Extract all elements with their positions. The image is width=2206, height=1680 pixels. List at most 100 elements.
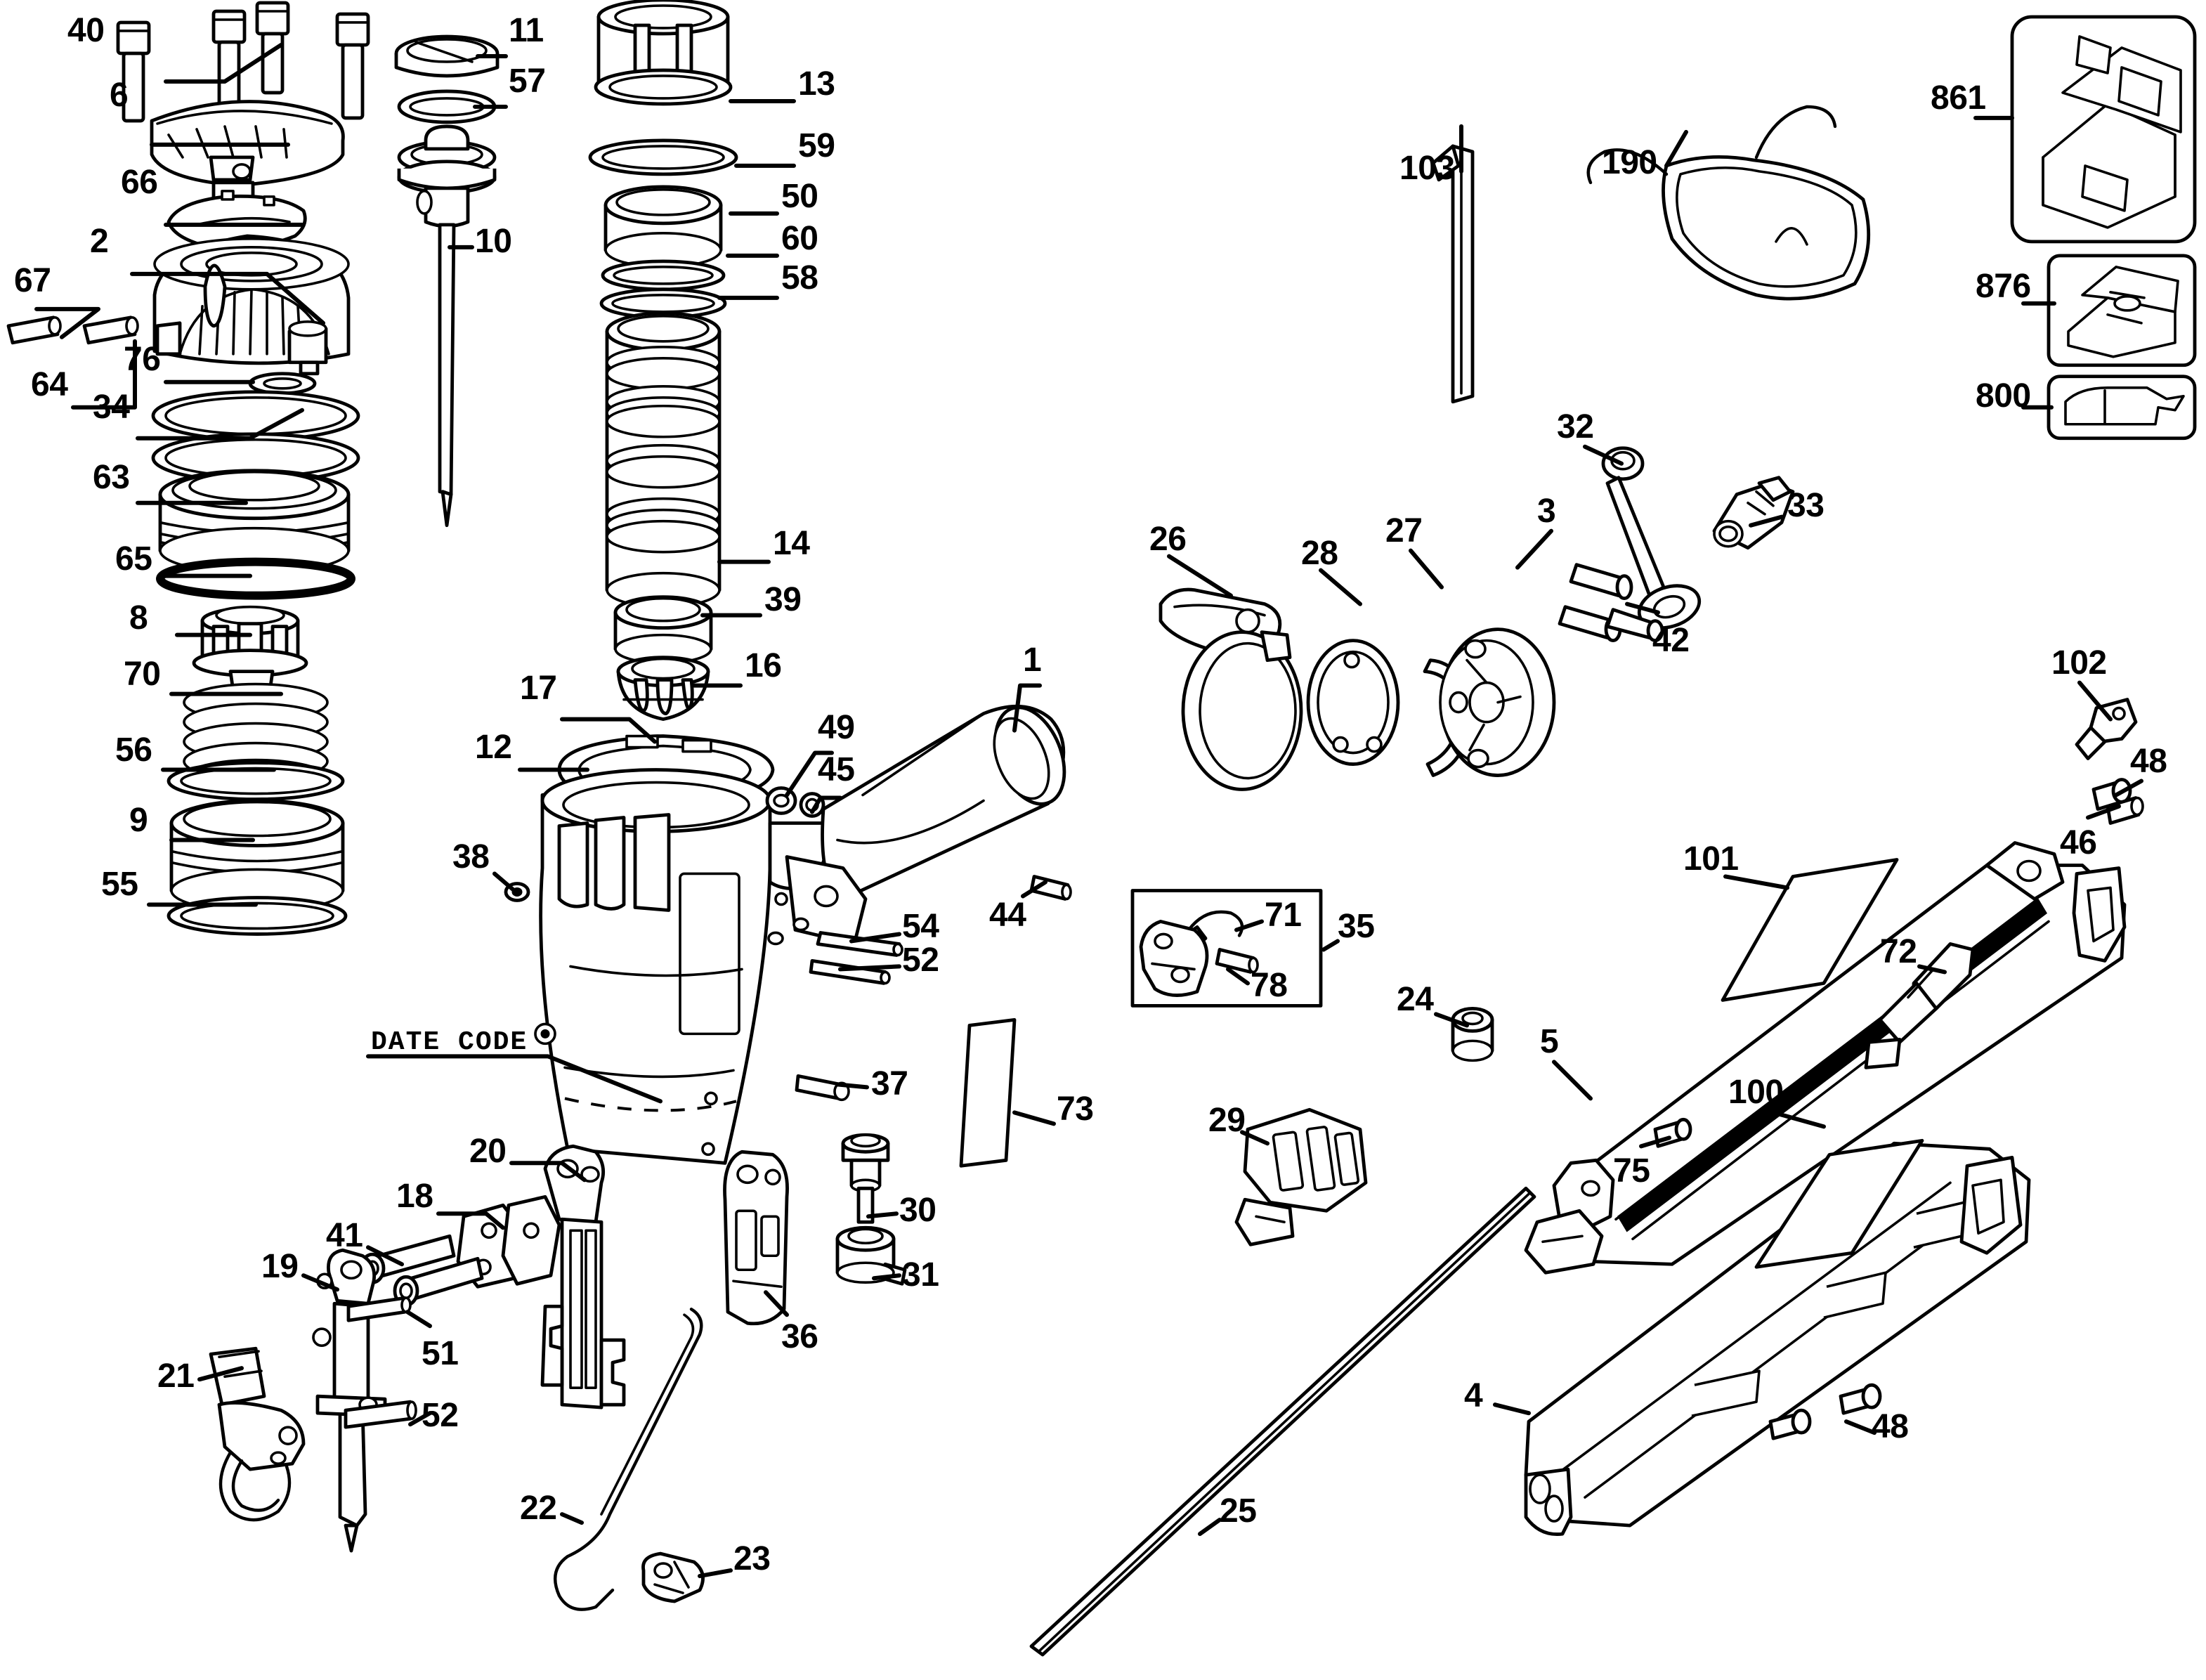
callout-9: 9: [129, 801, 148, 839]
leader-26: [1167, 554, 1233, 598]
callout-57: 57: [509, 62, 546, 100]
callout-27: 27: [1385, 512, 1423, 549]
part-73-label: [959, 1017, 1017, 1168]
callout-66: 66: [121, 163, 158, 201]
date-code-label: DATE CODE: [371, 1027, 528, 1057]
part-11-cap: [394, 34, 500, 78]
part-59-oring: [588, 138, 738, 176]
part-16-bumper: [616, 656, 710, 721]
leader-34: [136, 408, 304, 441]
leader-30: [866, 1211, 899, 1219]
part-33-air-fitting: [1712, 476, 1795, 550]
leader-5: [1552, 1060, 1593, 1101]
callout-21: 21: [157, 1357, 195, 1395]
leader-54: [849, 932, 901, 944]
leader-31: [872, 1273, 901, 1281]
leader-29: [1240, 1130, 1270, 1146]
part-46-pin: [2106, 796, 2144, 825]
part-100-lower-magazine: [1524, 1138, 2031, 1536]
part-65-oring: [156, 557, 355, 600]
callout-31: 31: [902, 1256, 939, 1294]
callout-800: 800: [1976, 377, 2031, 415]
callout-72: 72: [1880, 933, 1917, 971]
part-78-pin: [1215, 948, 1259, 974]
part-48b-screw-a: [1768, 1408, 1812, 1440]
callout-25: 25: [1220, 1492, 1257, 1530]
callout-11: 11: [509, 11, 544, 49]
callout-28: 28: [1301, 534, 1338, 572]
callout-102: 102: [2051, 644, 2107, 682]
leader-44: [1021, 880, 1047, 899]
part-29-nosepiece: [1234, 1107, 1368, 1246]
leader-40: [164, 42, 283, 84]
part-35-bracket: [1139, 920, 1209, 997]
callout-33: 33: [1787, 486, 1825, 524]
part-34-rings: [151, 390, 360, 484]
callout-67: 67: [14, 261, 51, 299]
group-magazine: [1029, 698, 2144, 1657]
callout-17: 17: [520, 669, 557, 707]
callout-70: 70: [124, 655, 161, 693]
part-103-hex-key: [1431, 144, 1475, 404]
part-32-plug: [1601, 446, 1702, 630]
callout-2: 2: [90, 222, 109, 260]
callout-6: 6: [110, 76, 129, 114]
callout-20: 20: [469, 1133, 507, 1171]
leader-45: [810, 795, 842, 814]
leader-72: [1917, 964, 1947, 975]
part-25-driver-rod: [1029, 1186, 1536, 1657]
callout-41: 41: [326, 1217, 363, 1255]
leader-24: [1434, 1012, 1469, 1028]
callout-18: 18: [396, 1178, 433, 1216]
leader-17: [560, 717, 657, 744]
callout-59: 59: [798, 126, 835, 164]
callout-12: 12: [475, 728, 512, 766]
leader-78: [1226, 967, 1250, 986]
leader-20: [509, 1161, 587, 1183]
leader-38: [492, 871, 516, 893]
callout-63: 63: [93, 458, 130, 496]
part-48b-screw-b: [1839, 1383, 1882, 1415]
callout-64: 64: [31, 365, 68, 403]
callout-4: 4: [1464, 1377, 1483, 1415]
callout-101: 101: [1683, 840, 1739, 878]
part-50-sleeve: [603, 185, 723, 268]
part-26-cover: [1159, 587, 1303, 791]
part-42-screw-a: [1569, 563, 1633, 601]
callout-5: 5: [1540, 1023, 1559, 1061]
callout-37: 37: [871, 1065, 908, 1103]
part-861-case: [2010, 15, 2197, 244]
leader-25: [1198, 1518, 1222, 1537]
callout-23: 23: [733, 1540, 771, 1578]
leader-64: [71, 339, 137, 410]
callout-48: 48: [2130, 742, 2167, 780]
callout-51: 51: [422, 1335, 459, 1373]
callout-54: 54: [902, 908, 939, 946]
leader-75: [1639, 1135, 1671, 1149]
callout-24: 24: [1397, 981, 1434, 1019]
callout-76: 76: [124, 340, 161, 378]
part-190-goggles: [1586, 105, 1871, 301]
leader-46: [2086, 804, 2121, 820]
part-57-oring: [397, 89, 497, 124]
leader-28: [1319, 568, 1362, 606]
callout-19: 19: [261, 1248, 299, 1286]
part-13-cylinder-cap: [594, 0, 733, 106]
leader-41: [366, 1245, 404, 1267]
part-39-bumper: [613, 595, 713, 665]
part-51-pin: [346, 1296, 412, 1322]
leader-49: [785, 750, 834, 797]
part-52b-pin: [344, 1400, 417, 1429]
callout-55: 55: [101, 866, 138, 904]
group-power-head: [6, 1, 370, 936]
callout-8: 8: [129, 599, 148, 637]
callout-45: 45: [818, 750, 855, 788]
callout-10: 10: [475, 222, 512, 260]
callout-71: 71: [1265, 897, 1302, 935]
group-contact-kit: [1130, 889, 1323, 1008]
part-67-pin: [6, 315, 62, 345]
callout-52: 52: [902, 942, 939, 979]
leader-1: [1012, 683, 1042, 733]
part-5-front-latch: [1524, 1158, 1615, 1275]
part-30-valve: [841, 1133, 890, 1224]
